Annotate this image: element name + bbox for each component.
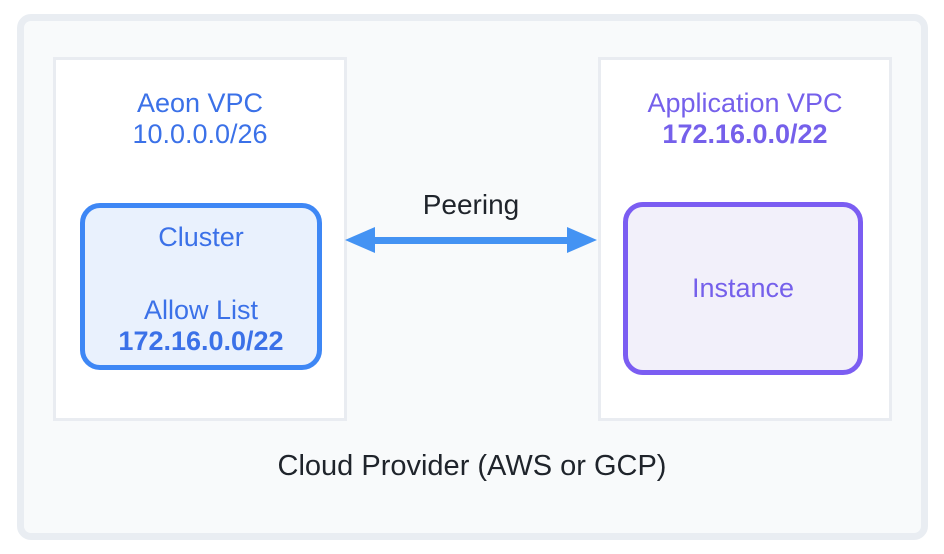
arrow-head-left-icon [345, 227, 375, 253]
instance-label: Instance [691, 273, 795, 303]
aeon-vpc-title: Aeon VPC 10.0.0.0/26 [56, 88, 344, 150]
application-vpc-box: Application VPC 172.16.0.0/22 Instance [598, 57, 892, 421]
cloud-provider-label: Cloud Provider (AWS or GCP) [277, 450, 667, 482]
application-vpc-cidr: 172.16.0.0/22 [662, 119, 828, 149]
application-vpc-name: Application VPC [647, 88, 843, 118]
aeon-vpc-cidr: 10.0.0.0/26 [132, 119, 268, 149]
allow-list-label: Allow List [143, 295, 259, 325]
arrow-line [371, 237, 571, 244]
peering-label: Peering [422, 189, 520, 220]
aeon-vpc-name: Aeon VPC [136, 88, 264, 118]
cluster-box: Cluster Allow List 172.16.0.0/22 [80, 203, 322, 370]
allow-list-cidr: 172.16.0.0/22 [118, 326, 284, 356]
instance-box: Instance [623, 202, 863, 375]
allow-list-group: Allow List 172.16.0.0/22 [118, 295, 283, 357]
aeon-vpc-box: Aeon VPC 10.0.0.0/26 Cluster Allow List … [53, 57, 347, 421]
arrow-head-right-icon [567, 227, 597, 253]
application-vpc-title: Application VPC 172.16.0.0/22 [601, 88, 889, 150]
cloud-provider-container: Aeon VPC 10.0.0.0/26 Cluster Allow List … [17, 14, 928, 540]
peering-arrow-icon [345, 227, 597, 253]
cluster-label: Cluster [158, 222, 244, 252]
